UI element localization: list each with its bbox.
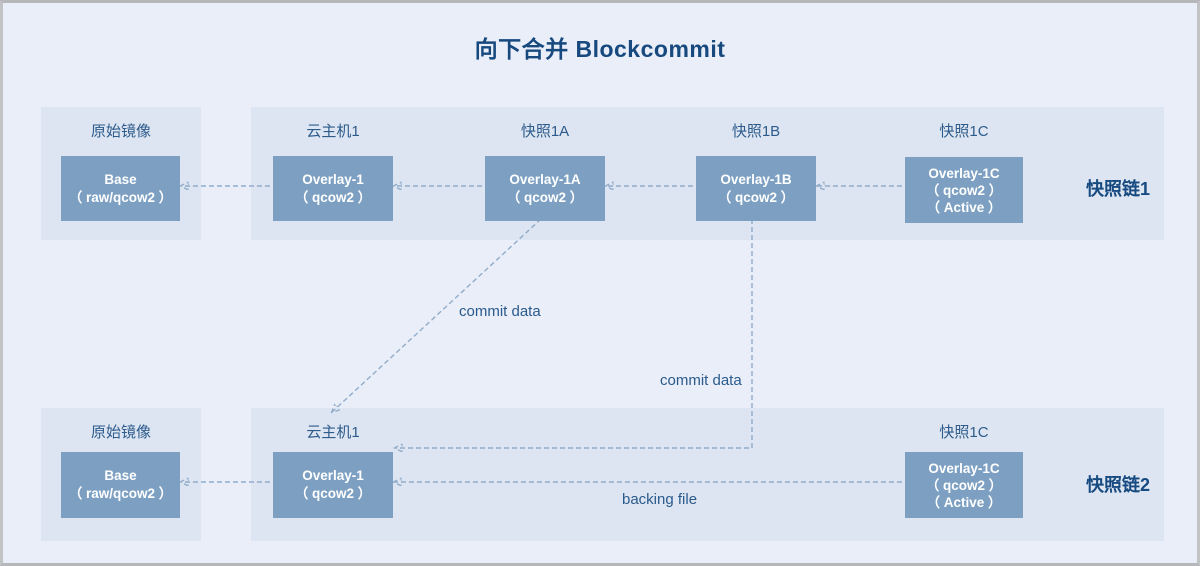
chain2-base-box: Base （ raw/qcow2 ） xyxy=(61,452,180,518)
chain1-node-label: 快照1C xyxy=(939,123,989,140)
box-line: （ raw/qcow2 ） xyxy=(68,189,173,205)
box-line: Overlay-1 xyxy=(302,468,364,483)
box-line: Overlay-1B xyxy=(720,171,792,187)
chain1-node-label: 快照1A xyxy=(520,123,570,140)
box-line: （ qcow2 ） xyxy=(717,189,795,205)
chain1-overlay1-box: Overlay-1 （ qcow2 ） xyxy=(273,156,393,221)
chain2-overlay1-box: Overlay-1 （ qcow2 ） xyxy=(273,452,393,518)
chain2-badge: 快照链2 xyxy=(1085,475,1150,495)
box-line: （ Active ） xyxy=(926,494,1002,510)
commit-data-label-2: commit data xyxy=(660,372,742,389)
chain1-badge: 快照链1 xyxy=(1085,179,1150,199)
chain2-node-label: 云主机1 xyxy=(306,424,360,441)
chain1-overlay1c-box: Overlay-1C （ qcow2 ） （ Active ） xyxy=(905,157,1023,223)
box-line: （ qcow2 ） xyxy=(506,189,584,205)
box-line: （ qcow2 ） xyxy=(294,189,372,205)
chain1-overlay1b-box: Overlay-1B （ qcow2 ） xyxy=(696,156,816,221)
box-line: （ qcow2 ） xyxy=(294,486,372,501)
box-line: Base xyxy=(104,468,137,483)
box-line: （ raw/qcow2 ） xyxy=(68,486,173,501)
box-line: Overlay-1C xyxy=(928,165,1000,181)
box-line: （ qcow2 ） xyxy=(925,182,1003,198)
box-line: Overlay-1 xyxy=(302,171,364,187)
chain1-overlay1a-box: Overlay-1A （ qcow2 ） xyxy=(485,156,605,221)
chain2-overlay1c-box: Overlay-1C （ qcow2 ） （ Active ） xyxy=(905,452,1023,518)
chain1-base-box: Base （ raw/qcow2 ） xyxy=(61,156,180,221)
chain1-node-label: 原始镜像 xyxy=(90,123,151,140)
box-line: Overlay-1A xyxy=(509,171,581,187)
backing-file-label: backing file xyxy=(622,491,698,508)
commit-data-label-1: commit data xyxy=(459,303,541,320)
box-line: Base xyxy=(104,171,137,187)
box-line: （ Active ） xyxy=(926,199,1002,215)
page-title: 向下合并 Blockcommit xyxy=(474,36,726,62)
chain1-node-label: 快照1B xyxy=(731,123,781,140)
chain1-node-label: 云主机1 xyxy=(306,123,360,140)
box-line: Overlay-1C xyxy=(928,460,1000,476)
chain2-node-label: 快照1C xyxy=(939,424,989,441)
box-line: （ qcow2 ） xyxy=(925,477,1003,493)
chain2-node-label: 原始镜像 xyxy=(90,424,151,441)
